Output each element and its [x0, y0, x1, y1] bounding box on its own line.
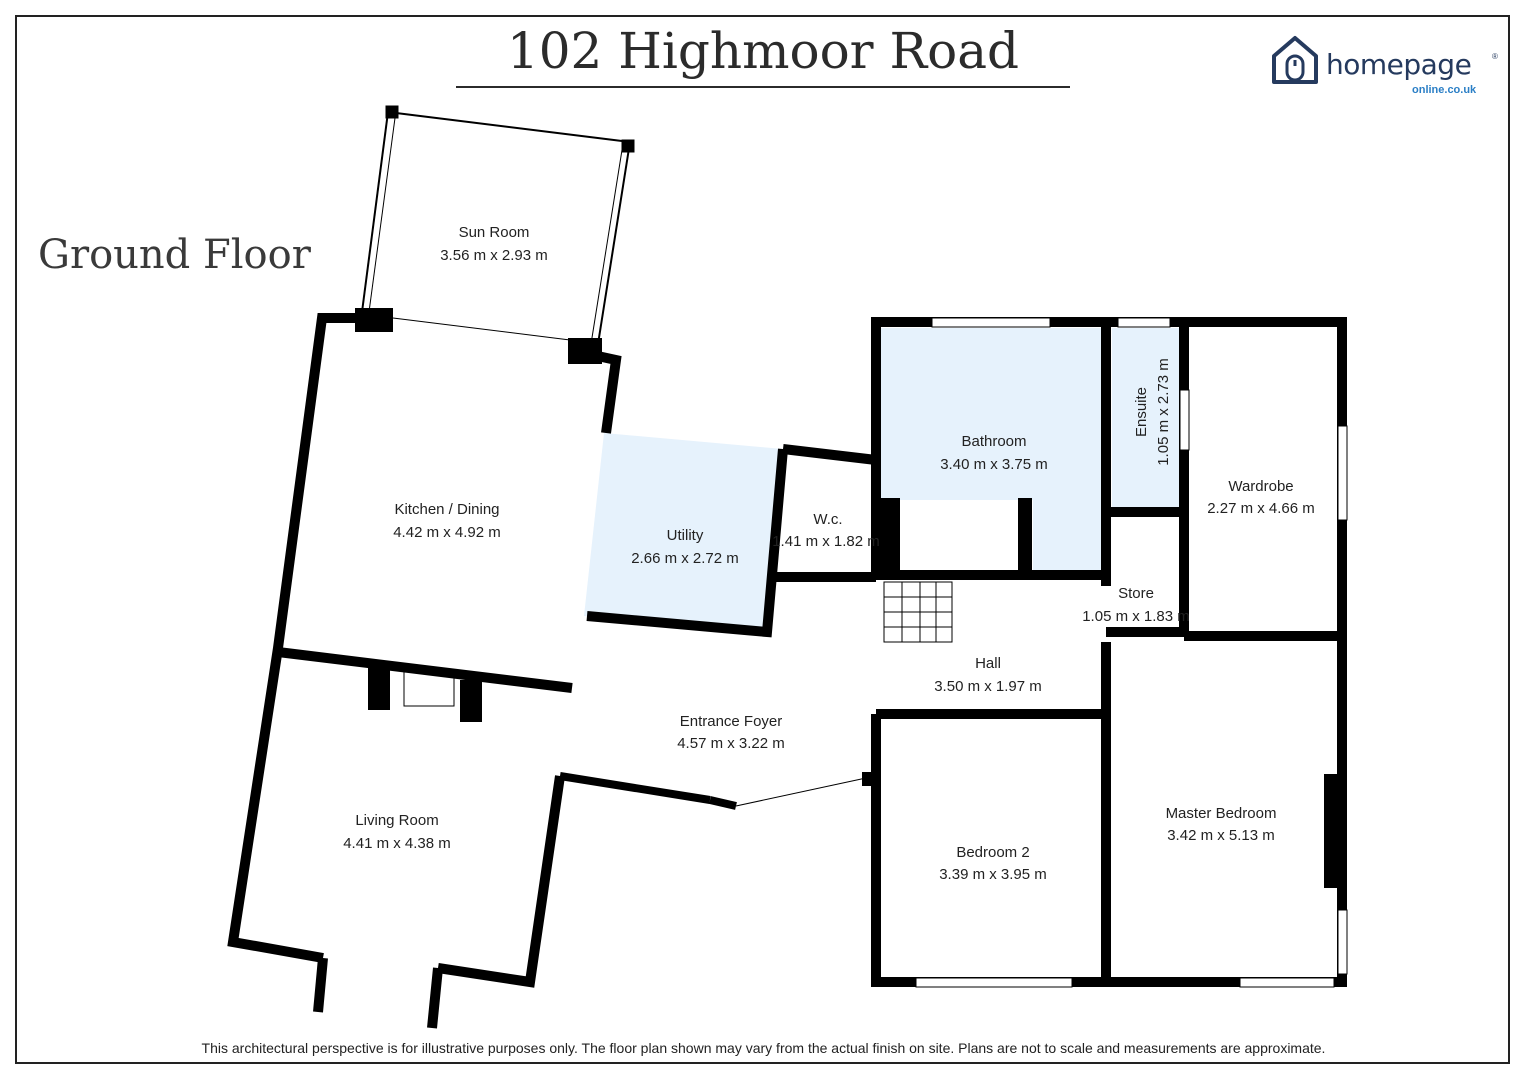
room-label-hall: Hall 3.50 m x 1.97 m — [934, 655, 1042, 695]
room-label-utility: Utility 2.66 m x 2.72 m — [631, 527, 739, 567]
svg-text:4.42 m x 4.92 m: 4.42 m x 4.92 m — [393, 524, 501, 541]
disclaimer-footer: This architectural perspective is for il… — [201, 1040, 1326, 1056]
room-label-sun-room: Sun Room 3.56 m x 2.93 m — [440, 224, 548, 264]
ensuite-fill — [1112, 328, 1184, 512]
svg-text:2.66 m x 2.72 m: 2.66 m x 2.72 m — [631, 550, 739, 567]
svg-text:3.50 m x 1.97 m: 3.50 m x 1.97 m — [934, 678, 1042, 695]
svg-text:Utility: Utility — [667, 527, 704, 544]
room-label-wc: W.c. 1.41 m x 1.82 m — [772, 511, 880, 550]
svg-text:Entrance Foyer: Entrance Foyer — [680, 713, 783, 730]
svg-text:Bedroom 2: Bedroom 2 — [956, 844, 1029, 861]
svg-text:2.27 m x 4.66 m: 2.27 m x 4.66 m — [1207, 500, 1315, 517]
svg-text:Living Room: Living Room — [355, 812, 438, 829]
page-frame — [15, 15, 1510, 1064]
room-label-bedroom2: Bedroom 2 3.39 m x 3.95 m — [939, 844, 1047, 883]
svg-text:Hall: Hall — [975, 655, 1001, 672]
svg-text:W.c.: W.c. — [813, 511, 842, 528]
svg-text:Kitchen / Dining: Kitchen / Dining — [394, 501, 499, 518]
svg-text:Wardrobe: Wardrobe — [1228, 478, 1293, 495]
sun-room-walls — [361, 105, 635, 345]
logo-wordmark: homepage — [1326, 48, 1472, 81]
floor-label: Ground Floor — [38, 232, 311, 278]
room-label-kitchen: Kitchen / Dining 4.42 m x 4.92 m — [393, 501, 501, 541]
svg-text:3.39 m x 3.95 m: 3.39 m x 3.95 m — [939, 866, 1047, 883]
room-label-ensuite: Ensuite 1.05 m x 2.73 m — [1133, 358, 1172, 466]
svg-text:Bathroom: Bathroom — [961, 433, 1026, 450]
page-title: 102 Highmoor Road — [506, 22, 1020, 80]
svg-text:1.05 m x 1.83 m: 1.05 m x 1.83 m — [1082, 608, 1190, 625]
svg-text:4.41 m x 4.38 m: 4.41 m x 4.38 m — [343, 835, 451, 852]
east-wing-walls — [871, 317, 1347, 987]
svg-text:1.41 m x 1.82 m: 1.41 m x 1.82 m — [772, 533, 880, 550]
svg-text:4.57 m x 3.22 m: 4.57 m x 3.22 m — [677, 735, 785, 752]
bathroom-fill — [880, 328, 1106, 578]
svg-text:3.56 m x 2.93 m: 3.56 m x 2.93 m — [440, 247, 548, 264]
svg-text:Ensuite: Ensuite — [1133, 387, 1150, 437]
west-wing-walls — [227, 313, 1106, 1029]
svg-text:1.05 m x 2.73 m: 1.05 m x 2.73 m — [1155, 358, 1172, 466]
windows — [915, 317, 1348, 988]
svg-text:Store: Store — [1118, 585, 1154, 602]
room-label-bathroom: Bathroom 3.40 m x 3.75 m — [940, 433, 1048, 473]
svg-text:Master Bedroom: Master Bedroom — [1166, 805, 1277, 822]
logo-registered: ® — [1492, 52, 1498, 61]
svg-text:3.40 m x 3.75 m: 3.40 m x 3.75 m — [940, 456, 1048, 473]
room-label-store: Store 1.05 m x 1.83 m — [1082, 585, 1190, 625]
house-mouse-icon — [1272, 36, 1318, 84]
svg-text:Sun Room: Sun Room — [459, 224, 530, 241]
staircase — [883, 581, 953, 643]
room-label-master: Master Bedroom 3.42 m x 5.13 m — [1166, 805, 1277, 844]
title-underline — [456, 86, 1070, 88]
room-label-wardrobe: Wardrobe 2.27 m x 4.66 m — [1207, 478, 1315, 517]
brand-logo: homepage ® online.co.uk — [1270, 34, 1500, 98]
logo-domain: online.co.uk — [1412, 84, 1477, 96]
room-label-living: Living Room 4.41 m x 4.38 m — [343, 812, 451, 852]
room-label-entrance: Entrance Foyer 4.57 m x 3.22 m — [677, 713, 785, 752]
svg-text:3.42 m x 5.13 m: 3.42 m x 5.13 m — [1167, 827, 1275, 844]
utility-fill — [584, 433, 783, 632]
